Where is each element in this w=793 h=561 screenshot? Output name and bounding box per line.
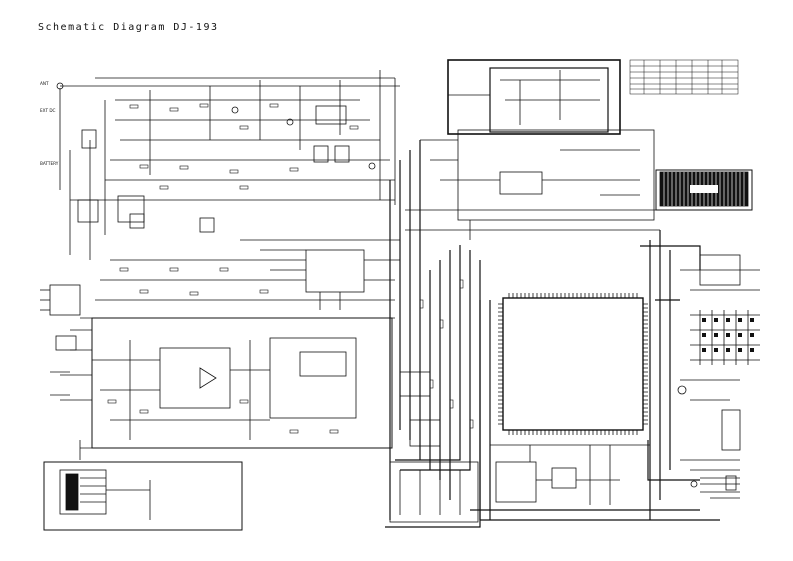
battery-label: BATTERY xyxy=(40,161,59,166)
vco-block xyxy=(447,59,621,135)
ext-dc-label: EXT DC xyxy=(40,108,56,113)
left-connectors xyxy=(40,284,81,396)
rf-section xyxy=(56,70,400,260)
audio-section xyxy=(60,317,393,460)
bottom-mid-section xyxy=(389,371,650,523)
pll-section xyxy=(405,129,700,240)
lcd-connector xyxy=(655,169,753,211)
discrete-components xyxy=(107,103,474,434)
if-ic-section xyxy=(80,239,400,319)
ant-label: ANT xyxy=(40,81,49,86)
keypad-matrix xyxy=(677,254,760,493)
band-table xyxy=(629,59,739,95)
main-cpu xyxy=(498,293,648,435)
bottom-right-jacks xyxy=(690,469,740,499)
page-title: Schematic Diagram DJ-193 xyxy=(38,22,219,33)
bottom-connector xyxy=(43,461,243,531)
